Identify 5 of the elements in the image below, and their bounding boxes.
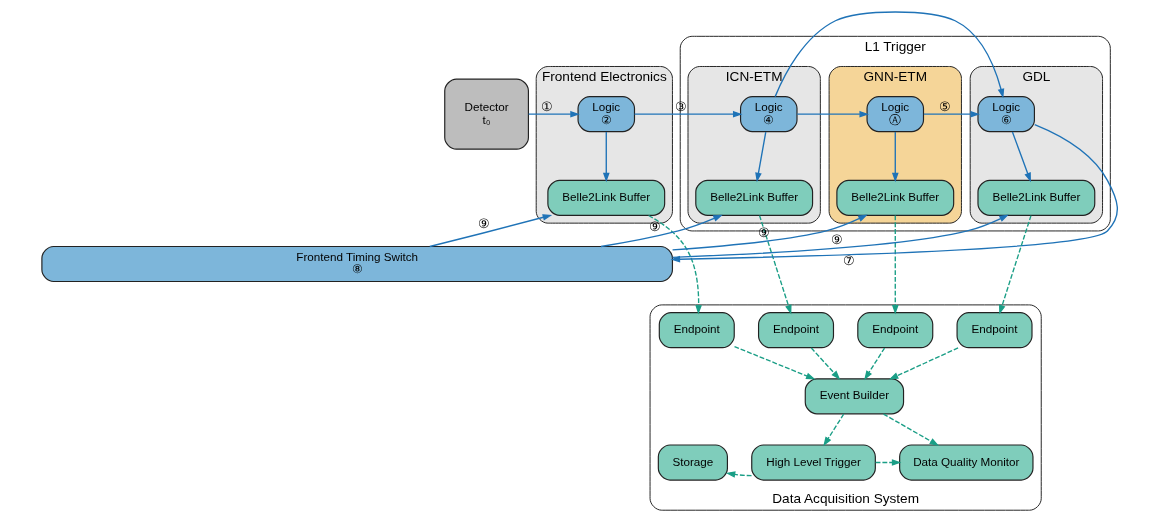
edge-label: ⑨: [477, 216, 490, 231]
edge-label: ⑤: [938, 99, 951, 114]
edge-label: ⑦: [843, 253, 856, 268]
edge-label: ⑨: [831, 233, 844, 248]
edge-label: ①: [540, 99, 553, 114]
